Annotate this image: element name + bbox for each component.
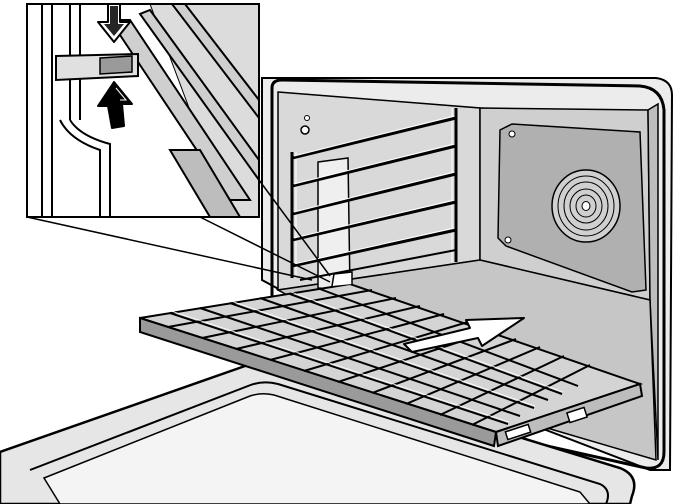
cavity-right-wall [647,102,659,461]
sliding-rack [139,271,644,448]
fan-cover [497,123,647,293]
door-glass [42,392,591,504]
detail-inset-border [26,3,260,218]
slide-in-arrow-icon [403,317,525,353]
cavity-border [270,78,666,470]
rack-rails [291,116,457,268]
runner-clip [565,406,589,424]
side-rack-ladder [290,108,458,291]
fan-icon [551,169,621,243]
oven-door [0,361,636,504]
rack-front-bar [139,316,498,448]
detail-leader-lines [26,179,331,283]
arrow-down-icon [97,4,131,43]
detail-inset [26,3,260,218]
screw-icon [300,125,310,135]
arrow-up-icon [97,81,133,129]
door-inner-edge [29,381,609,504]
